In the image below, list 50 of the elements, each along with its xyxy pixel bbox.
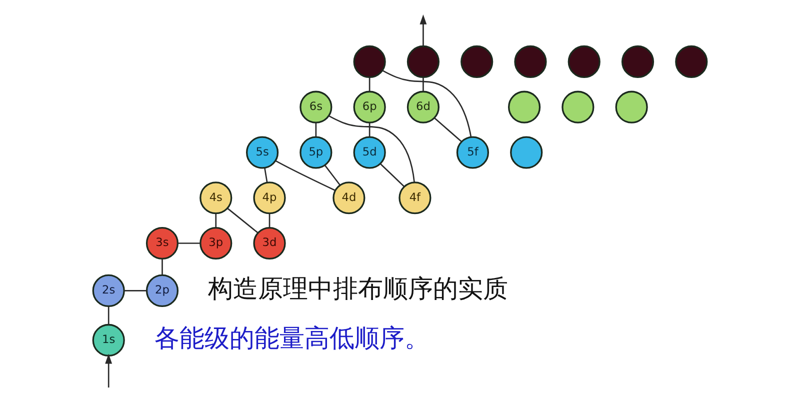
node-circle: 4d (332, 182, 366, 214)
connector (227, 208, 258, 234)
node-circle: 4f (398, 182, 432, 214)
connector (380, 163, 404, 187)
connector (264, 168, 268, 182)
node-circle: 1s (92, 324, 125, 357)
node-circle: 6p (353, 90, 386, 124)
arrow (105, 354, 112, 388)
node-circle: 2s (92, 274, 125, 307)
node-circle (510, 136, 543, 169)
connector (162, 259, 163, 275)
connector (324, 164, 340, 186)
connector (368, 122, 370, 137)
connector (275, 160, 336, 191)
node-circle (353, 45, 386, 78)
node-circle: 2p (146, 274, 179, 307)
arrow (420, 14, 427, 46)
connector (108, 306, 110, 325)
connector (315, 122, 317, 137)
node-circle (615, 90, 648, 124)
connector (368, 77, 370, 92)
node-circle (562, 90, 594, 124)
node-circle: 3s (146, 226, 179, 260)
node-circle: 6d (406, 90, 440, 124)
connector (382, 70, 472, 138)
node-circle (514, 45, 547, 78)
node-circle (406, 45, 440, 78)
node-circle: 5p (300, 136, 332, 169)
node-circle: 5f (456, 136, 490, 169)
label: 各能级的能量高低顺序。 (154, 324, 430, 353)
connector (422, 77, 424, 92)
connector (328, 115, 415, 182)
node-circle: 5s (246, 136, 279, 169)
node-circle: 5d (353, 136, 386, 169)
node-circle (460, 45, 494, 78)
node-circle (508, 90, 541, 124)
connector (434, 118, 462, 142)
node-circle (621, 45, 654, 78)
node-circle: 6s (300, 90, 332, 124)
connector (124, 290, 147, 292)
node-circle: 4p (253, 182, 286, 214)
label: 构造原理中排布顺序的实质 (208, 274, 508, 304)
node-circle (568, 45, 600, 78)
connector (178, 242, 200, 244)
node-circle: 4s (200, 182, 232, 214)
node-circle (675, 45, 708, 78)
node-circle: 3p (200, 226, 232, 260)
connector (268, 214, 270, 228)
connector (215, 214, 217, 228)
node-circle: 3d (253, 226, 286, 260)
